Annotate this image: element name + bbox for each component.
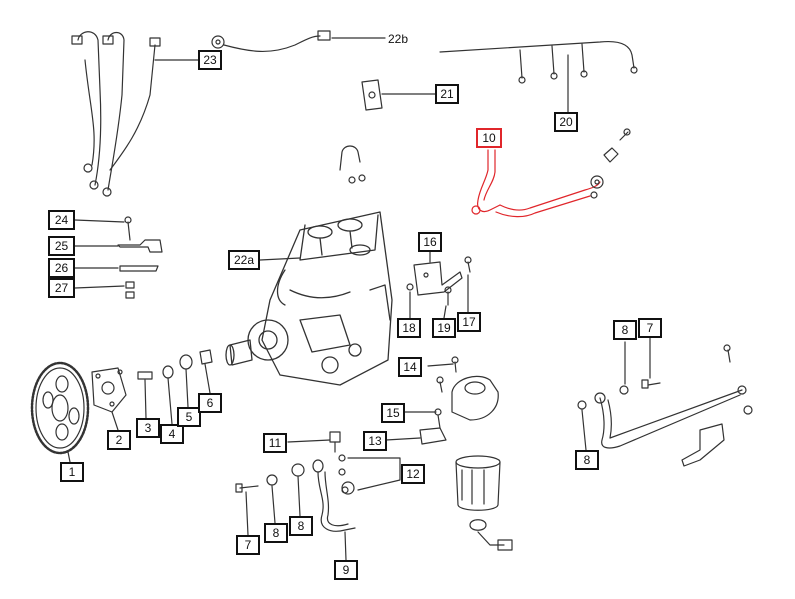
callout-3: 3 xyxy=(136,418,160,438)
callout-21: 21 xyxy=(435,84,459,104)
leader-line xyxy=(204,363,211,394)
leader-line xyxy=(287,439,331,443)
callout-15: 15 xyxy=(381,403,405,423)
callout-8-a: 8 xyxy=(264,523,288,543)
callout-27: 27 xyxy=(48,278,75,298)
callout-2: 2 xyxy=(107,430,131,450)
callout-25: 25 xyxy=(48,236,75,256)
leader-line xyxy=(297,475,301,517)
leader-line xyxy=(111,411,119,431)
fuel-line-part xyxy=(235,431,356,532)
fuel-pipe-part xyxy=(471,149,601,218)
leader-line xyxy=(167,377,173,425)
sensor-lead-part xyxy=(211,30,331,53)
leader-line xyxy=(427,363,454,367)
leader-line xyxy=(74,219,125,223)
leader-line xyxy=(185,368,189,408)
leader-line xyxy=(347,457,401,491)
callout-24: 24 xyxy=(48,210,75,230)
callout-22a: 22a xyxy=(228,250,260,270)
injector-pipes-part xyxy=(71,31,161,197)
leader-line xyxy=(271,485,276,524)
callout-11: 11 xyxy=(263,433,287,453)
callout-20: 20 xyxy=(554,112,578,132)
leader-line xyxy=(259,257,301,261)
callout-1: 1 xyxy=(60,462,84,482)
filter-head-part xyxy=(419,356,499,445)
pipe-fitting-part xyxy=(590,128,631,199)
callout-7-left: 7 xyxy=(236,535,260,555)
callout-9: 9 xyxy=(334,560,358,580)
leader-line xyxy=(385,437,421,441)
gasket-part xyxy=(361,79,383,111)
return-line-part xyxy=(439,40,638,84)
banjo-fitting-part xyxy=(339,145,366,184)
fuel-filter-part xyxy=(455,455,513,551)
callout-18: 18 xyxy=(397,318,421,338)
small-hardware-part xyxy=(117,216,163,299)
drive-gear-part xyxy=(30,361,90,455)
callout-19: 19 xyxy=(432,318,456,338)
callout-7-right: 7 xyxy=(638,318,662,338)
leader-line xyxy=(344,531,347,561)
callout-26: 26 xyxy=(48,258,75,278)
leader-line xyxy=(144,379,147,419)
callout-8-c: 8 xyxy=(613,320,637,340)
callout-23: 23 xyxy=(198,50,222,70)
leader-line xyxy=(74,285,125,289)
hub-flange-part xyxy=(91,349,213,413)
leader-line xyxy=(581,409,587,451)
callout-13: 13 xyxy=(363,431,387,451)
callout-12: 12 xyxy=(401,464,425,484)
callout-17: 17 xyxy=(457,312,481,332)
leader-line xyxy=(67,451,71,463)
callout-4: 4 xyxy=(160,424,184,444)
leader-line xyxy=(245,491,249,536)
callout-8-b: 8 xyxy=(289,516,313,536)
callout-8-d: 8 xyxy=(575,450,599,470)
callout-10: 10 xyxy=(476,128,502,148)
callout-16: 16 xyxy=(418,232,442,252)
leak-off-pipe-part xyxy=(577,344,753,467)
callout-6: 6 xyxy=(198,393,222,413)
injection-pump-part xyxy=(225,211,393,386)
mounting-bracket-part xyxy=(406,256,472,306)
callout-5: 5 xyxy=(177,407,201,427)
callout-14: 14 xyxy=(398,357,422,377)
leader-line xyxy=(443,305,447,319)
callout-22b: 22b xyxy=(388,32,409,46)
